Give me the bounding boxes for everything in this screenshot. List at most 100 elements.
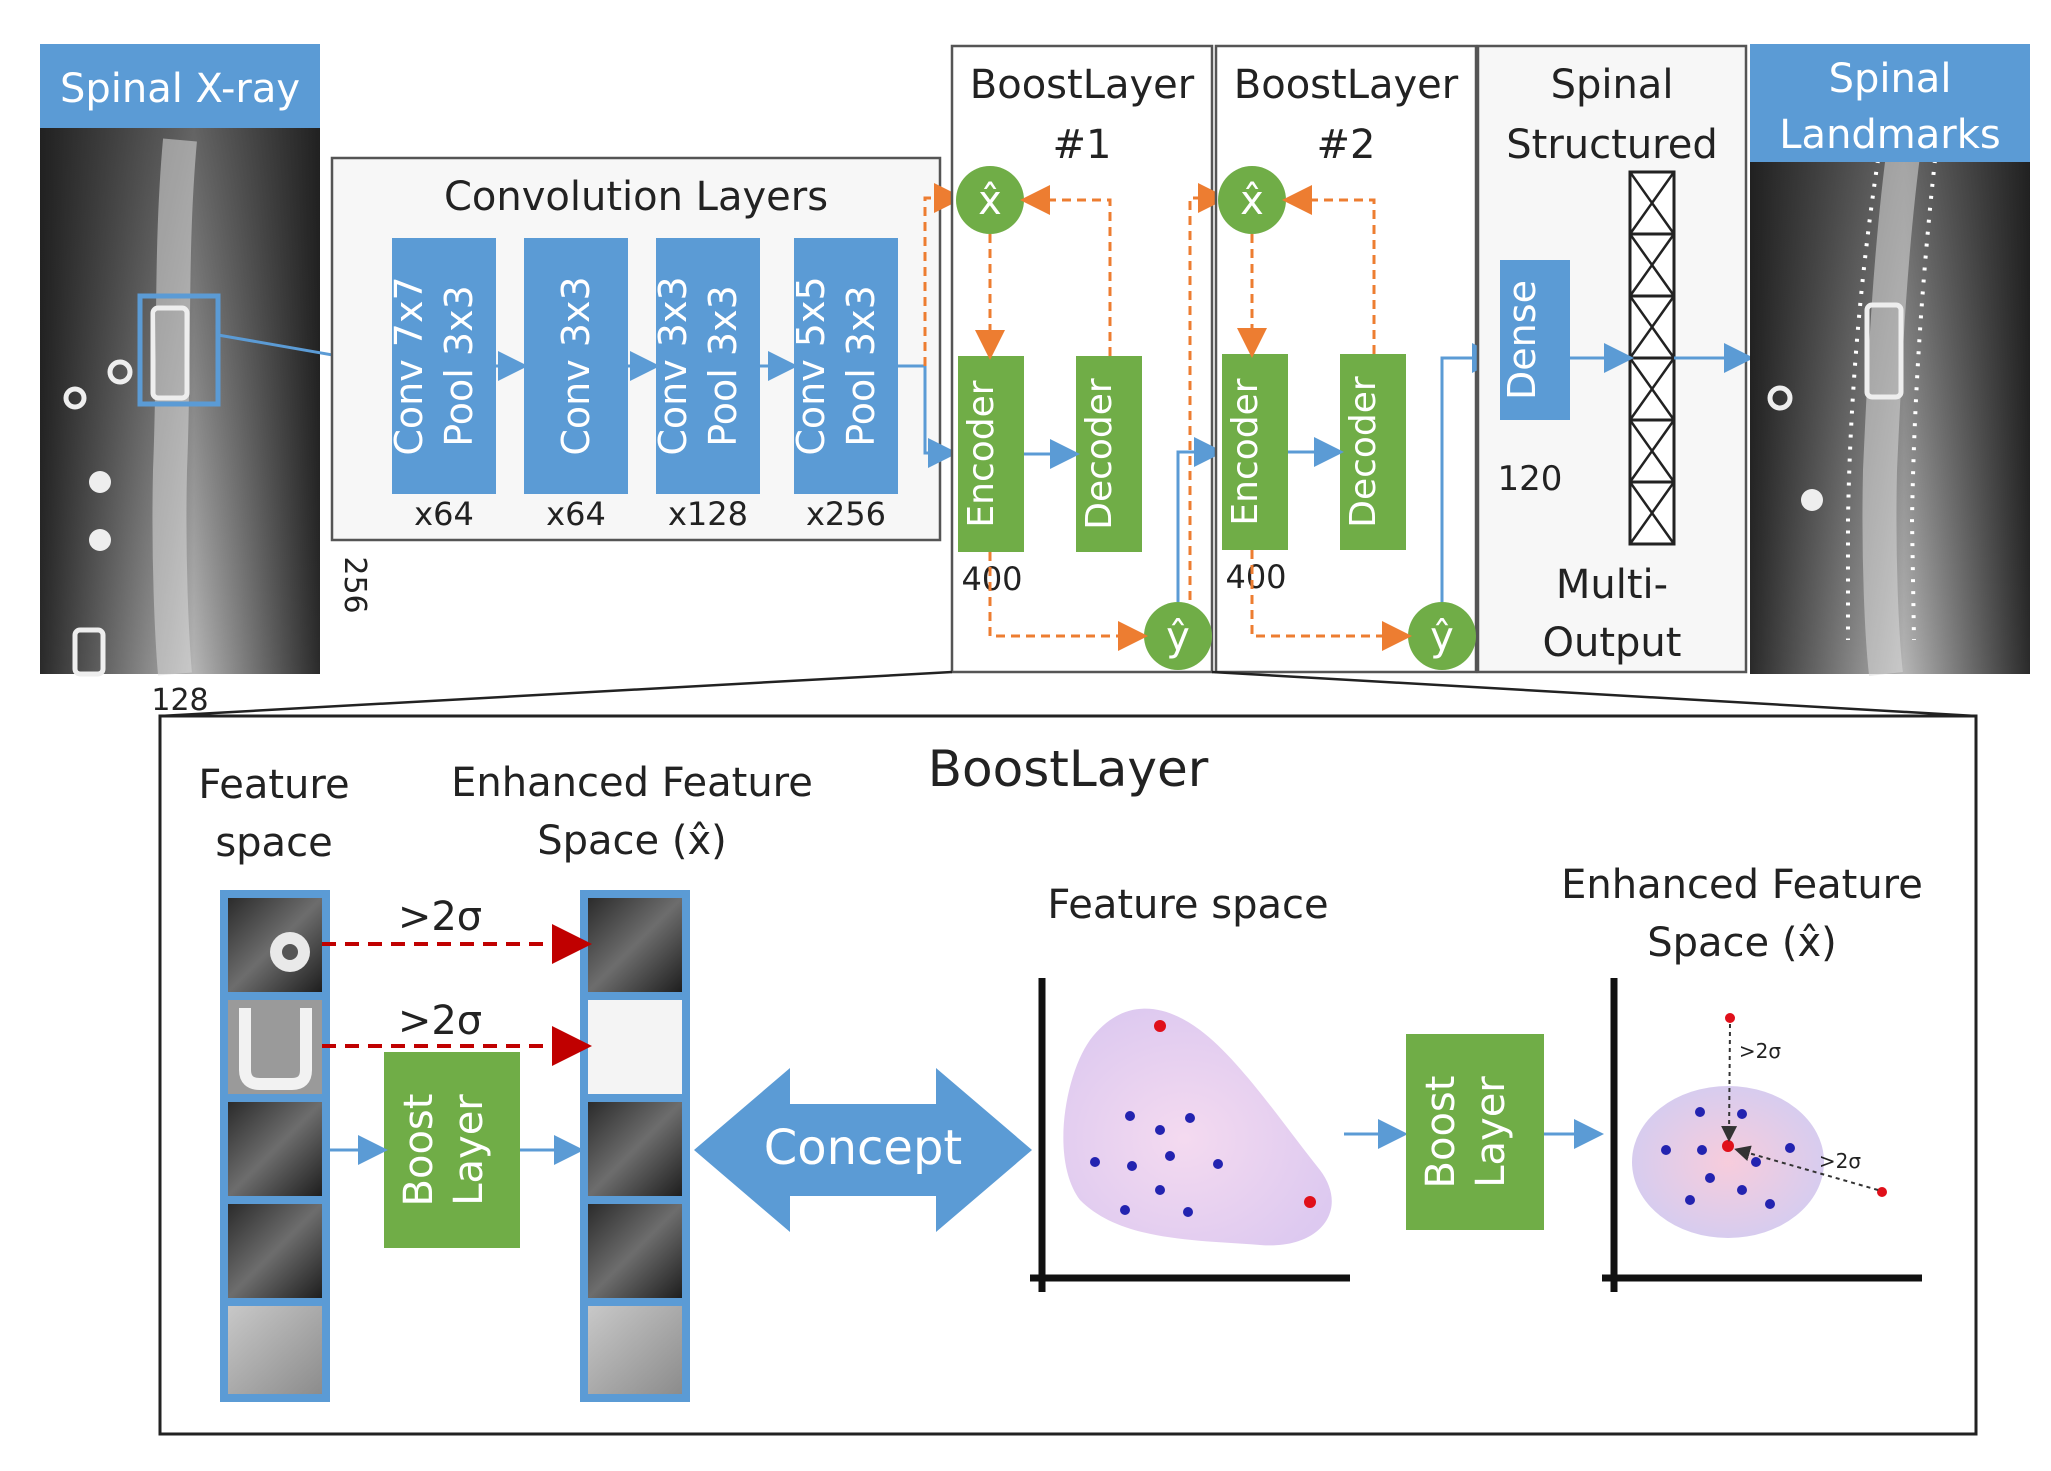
outlier-point: [1154, 1020, 1166, 1032]
conv-title: Convolution Layers: [444, 174, 828, 220]
dense-label: Dense: [1500, 280, 1544, 400]
pull-arrow-1: [1721, 1023, 1738, 1142]
decoder-label: Decoder: [1079, 378, 1120, 530]
boost-layer-block: [384, 1052, 520, 1248]
feature-space-a: Feature: [198, 762, 349, 808]
boost-layer-b: Layer: [1468, 1076, 1514, 1188]
data-point: [1125, 1111, 1135, 1121]
data-point: [1695, 1107, 1705, 1117]
data-point: [1785, 1143, 1795, 1153]
dim-256: 256: [337, 556, 372, 613]
data-point: [1155, 1125, 1165, 1135]
conv-block-2: Conv 3x3 x64: [524, 238, 628, 533]
yhat-node-2: [1408, 602, 1476, 670]
xhat-node-2: [1218, 166, 1286, 234]
mean-point: [1722, 1140, 1734, 1152]
landmarks-label-a: Spinal: [1829, 56, 1952, 102]
boost-layer-a: Boost: [396, 1094, 442, 1207]
patch-tile: [588, 1306, 682, 1394]
concept-label: Concept: [764, 1120, 963, 1176]
outlier-point: [1877, 1187, 1887, 1197]
boostlayer-1: BoostLayer #1 x̂ Encoder 400 Decoder ŷ: [950, 44, 1214, 674]
multi-output-b: Output: [1543, 620, 1682, 666]
conv-block-line1: Conv 3x3: [651, 276, 695, 455]
conv-block-rect: [392, 238, 496, 494]
conv-block-line1: Conv 7x7: [387, 276, 431, 455]
xray-label-bg: [40, 44, 320, 128]
feature-patch-column: [220, 890, 330, 1402]
spinal-landmarks-panel: Spinal Landmarks: [1750, 44, 2030, 676]
conv-block-line2: Pool 3x3: [701, 285, 745, 447]
data-point: [1183, 1207, 1193, 1217]
small-sigma-2: >2σ: [1819, 1149, 1861, 1173]
marker-dot: [89, 471, 111, 493]
landmarks-label-b: Landmarks: [1779, 112, 2000, 158]
arrow-conv-to-encoder1: [898, 364, 958, 468]
dash-dec-xhat-2: [1282, 185, 1376, 354]
data-point: [1751, 1157, 1761, 1167]
outlier-point: [1304, 1196, 1316, 1208]
patch-tile: [228, 1204, 322, 1298]
conv-block-count: x256: [806, 495, 886, 533]
sigma-label-1: >2σ: [398, 894, 482, 940]
boost1-title-a: BoostLayer: [970, 62, 1195, 108]
data-point: [1697, 1145, 1707, 1155]
conv-block-rect: [656, 238, 760, 494]
zoom-line-right: [1211, 670, 1977, 718]
structured-title-a: Spinal: [1551, 62, 1674, 108]
enhanced-b: Space (x̂): [537, 818, 727, 864]
xhat-label: x̂: [1240, 178, 1264, 224]
dash-enc-yhat-1: [988, 552, 1148, 651]
concept-double-arrow: [694, 1068, 1032, 1232]
multi-output-a: Multi-: [1556, 562, 1668, 608]
conv-block-4: Conv 5x5 Pool 3x3 x256: [789, 238, 898, 533]
conv-block-rect: [524, 238, 628, 494]
skip-to-xhat1: [923, 183, 964, 366]
structured-title-b: Structured: [1506, 122, 1717, 168]
conv-block-1: Conv 7x7 Pool 3x3 x64: [387, 238, 496, 533]
encoder-label: Encoder: [1225, 378, 1266, 525]
feature-space-plot: [1030, 978, 1350, 1292]
conv-block-rect: [794, 238, 898, 494]
boost2-title-a: BoostLayer: [1234, 62, 1459, 108]
landmark-curve-right: [1909, 159, 1937, 641]
xhat-node-1: [956, 166, 1024, 234]
patch-box: [137, 293, 221, 407]
feature-space-b: space: [215, 820, 332, 866]
dash-enc-yhat-2: [1250, 550, 1412, 651]
enc-units-2: 400: [1225, 558, 1286, 596]
patch-tile: [228, 1102, 322, 1196]
scatter-enhanced-a: Enhanced Feature: [1561, 862, 1923, 908]
sigma-label-2: >2σ: [398, 998, 482, 1044]
enhanced-space-plot: >2σ >2σ: [1602, 978, 1922, 1292]
spine-shape: [152, 138, 197, 676]
detail-title: BoostLayer: [928, 740, 1209, 798]
conv-block-count: x128: [668, 495, 748, 533]
output-stack: [1628, 170, 1676, 546]
encoder-2: [1222, 354, 1288, 550]
enhanced-a: Enhanced Feature: [451, 760, 813, 806]
enhanced-cluster-ellipse: [1632, 1086, 1824, 1238]
xray-label: Spinal X-ray: [60, 66, 300, 112]
decoder-2: [1340, 354, 1406, 550]
boostlayer-2: BoostLayer #2 x̂ Encoder 400 Decoder ŷ: [1214, 44, 1478, 674]
dim-128: 128: [151, 683, 208, 718]
zoom-line-left: [159, 670, 953, 718]
boost2-title-b: #2: [1317, 122, 1376, 168]
conv-block-count: x64: [546, 495, 606, 533]
outlier-point: [1725, 1013, 1735, 1023]
yhat-node-1: [1144, 602, 1212, 670]
scatter-feature-title: Feature space: [1047, 882, 1328, 928]
data-point: [1737, 1185, 1747, 1195]
data-point: [1165, 1151, 1175, 1161]
feature-cluster-blob: [1063, 1008, 1332, 1246]
small-sigma-1: >2σ: [1739, 1039, 1781, 1063]
marker-dot: [89, 529, 111, 551]
data-point: [1765, 1199, 1775, 1209]
data-point: [1090, 1157, 1100, 1167]
boost-layer-block-2: [1406, 1034, 1544, 1230]
patch-tile: [228, 1306, 322, 1394]
conv-block-line1: Conv 3x3: [554, 276, 598, 455]
conv-block-line1: Conv 5x5: [789, 276, 833, 455]
